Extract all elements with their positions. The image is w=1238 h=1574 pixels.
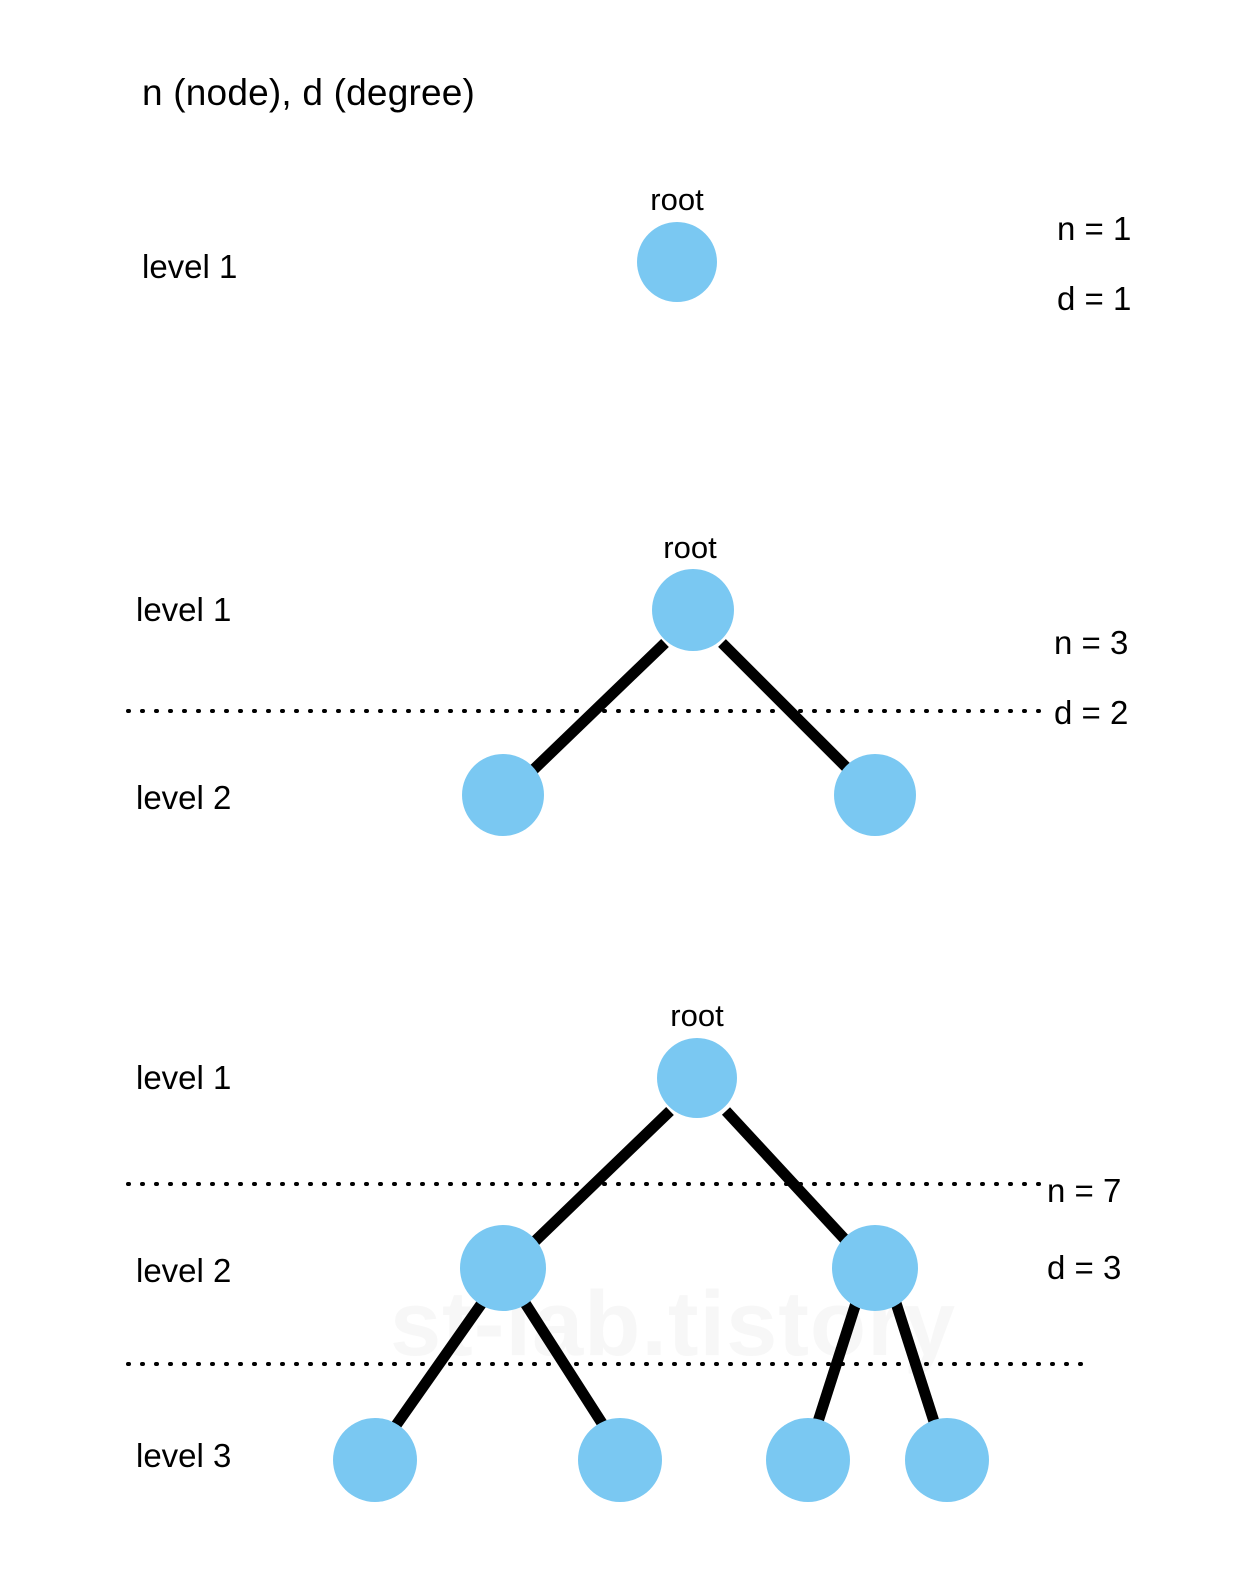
stat-degree: d = 1	[1053, 280, 1136, 318]
tree-node-root	[637, 222, 717, 302]
tree-node-level2-right	[832, 1225, 918, 1311]
stat-node-count: n = 3	[1050, 624, 1133, 662]
level-label-3: level 3	[136, 1437, 232, 1474]
tree-node-level2-left	[460, 1225, 546, 1311]
root-caption: root	[663, 530, 717, 565]
tree-node-level3-2	[578, 1418, 662, 1502]
level-label-2: level 2	[136, 779, 232, 816]
tree-node-root	[652, 569, 734, 651]
tree-node-level3-3	[766, 1418, 850, 1502]
tree-edge-left	[526, 639, 669, 777]
level-label-1: level 1	[136, 591, 232, 628]
stat-degree: d = 2	[1050, 694, 1133, 732]
stat-node-count: n = 7	[1043, 1172, 1126, 1210]
tree-node-root	[657, 1038, 737, 1118]
tree-edge-right-right	[890, 1301, 943, 1433]
root-caption: root	[670, 998, 724, 1033]
page-title: n (node), d (degree)	[142, 72, 476, 113]
level-label-1: level 1	[142, 248, 238, 285]
stat-degree: d = 3	[1043, 1249, 1126, 1287]
tree-edge-right-left	[809, 1301, 862, 1433]
tree-node-child-right	[834, 754, 916, 836]
tree-node-child-left	[462, 754, 544, 836]
tree-edge-left-right	[520, 1300, 612, 1434]
tree-edge-root-left	[526, 1107, 674, 1250]
tree-edge-root-right	[721, 1107, 856, 1250]
tree-node-level3-4	[905, 1418, 989, 1502]
tree-edge-left-left	[387, 1299, 487, 1435]
level-label-2: level 2	[136, 1252, 232, 1289]
tree-node-level3-1	[333, 1418, 417, 1502]
tree-edge-right	[718, 639, 855, 776]
root-caption: root	[650, 182, 704, 217]
level-label-1: level 1	[136, 1059, 232, 1096]
stat-node-count: n = 1	[1053, 210, 1136, 248]
